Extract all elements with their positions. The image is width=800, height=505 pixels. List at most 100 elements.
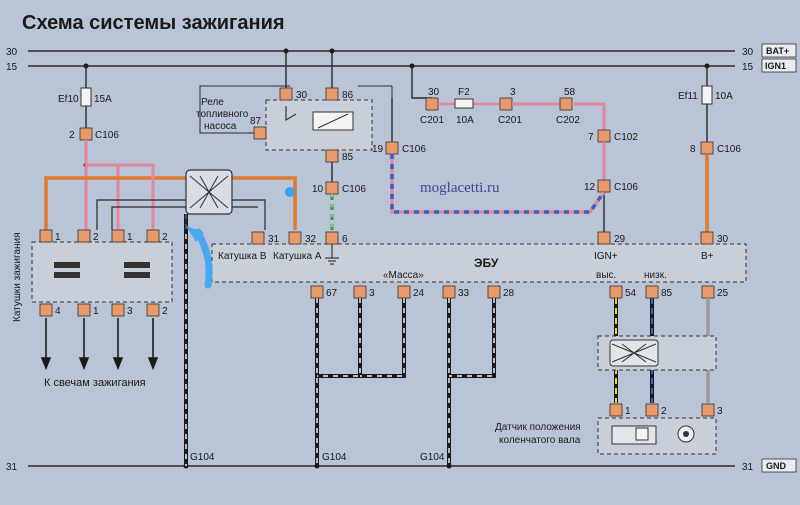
ground-symbol bbox=[325, 244, 339, 265]
ecu-b-plus: B+ bbox=[701, 251, 714, 262]
connector-c106-ef11: 8 C106 bbox=[690, 141, 741, 155]
svg-text:85: 85 bbox=[342, 152, 354, 163]
fuse-ef10: Ef10 15A bbox=[58, 66, 112, 128]
ecu-bottom-pin-2-label: 24 bbox=[413, 288, 425, 299]
svg-text:31: 31 bbox=[742, 462, 754, 473]
ecu-bottom-pin-4 bbox=[487, 285, 501, 299]
shield-twisted bbox=[185, 169, 233, 215]
svg-text:30: 30 bbox=[6, 47, 18, 58]
ground-wires bbox=[184, 214, 496, 466]
coil-top-pin-0-label: 1 bbox=[55, 232, 61, 243]
ecu-bottom-pin-7 bbox=[701, 285, 715, 299]
ecu-ign-plus: IGN+ bbox=[594, 251, 618, 262]
coil-top-pin-3-label: 2 bbox=[162, 232, 168, 243]
svg-text:8: 8 bbox=[690, 144, 696, 155]
svg-text:58: 58 bbox=[564, 87, 576, 98]
ecu-top-pin-1 bbox=[288, 231, 302, 245]
ecu-bottom-pin-0 bbox=[310, 285, 324, 299]
ecu-box bbox=[211, 243, 747, 283]
svg-text:15: 15 bbox=[742, 62, 754, 73]
connector-c202: 58 C202 bbox=[556, 87, 580, 126]
sensor-label-1: Датчик положения bbox=[495, 422, 581, 433]
ground-label-2: G104 bbox=[322, 452, 347, 463]
ecu-bottom-pin-5 bbox=[609, 285, 623, 299]
bus-gnd: 31 31 GND bbox=[6, 458, 797, 473]
coil-bottom-pin-0 bbox=[39, 303, 53, 317]
coil-top-pin-2 bbox=[111, 229, 125, 243]
svg-text:12: 12 bbox=[584, 182, 596, 193]
bus-bat: 30 30 BAT+ bbox=[6, 43, 797, 58]
sensor-label-2: коленчатого вала bbox=[499, 435, 581, 446]
ecu-top-pin-0 bbox=[251, 231, 265, 245]
relay-fuel-pump bbox=[265, 99, 373, 151]
ecu-massa: «Масса» bbox=[383, 270, 424, 281]
ecu-nizk: низк. bbox=[644, 270, 667, 281]
svg-text:15A: 15A bbox=[94, 94, 112, 105]
fuse-ef11: Ef11 10A bbox=[678, 66, 733, 142]
ecu-bottom-pin-1 bbox=[353, 285, 367, 299]
coil-bottom-pin-1 bbox=[77, 303, 91, 317]
ecu-bottom-pin-3-label: 33 bbox=[458, 288, 470, 299]
ecu-bottom-pin-3 bbox=[442, 285, 456, 299]
coil-top-pin-1 bbox=[77, 229, 91, 243]
ecu-bottom-pin-2 bbox=[397, 285, 411, 299]
bus-gnd-label: GND bbox=[766, 461, 787, 471]
bus-ign-label: IGN1 bbox=[765, 61, 786, 71]
ecu-bottom-pin-1-label: 3 bbox=[369, 288, 375, 299]
svg-text:Ef11: Ef11 bbox=[678, 91, 698, 102]
coil-top-pin-2-label: 1 bbox=[127, 232, 133, 243]
svg-text:Ef10: Ef10 bbox=[58, 94, 79, 105]
ground-label-1: G104 bbox=[190, 452, 215, 463]
ecu-label: ЭБУ bbox=[474, 256, 499, 270]
svg-text:C106: C106 bbox=[614, 182, 638, 193]
ecu-top-pin-2-label: 6 bbox=[342, 234, 348, 245]
spark-arrows bbox=[40, 318, 159, 371]
svg-text:C106: C106 bbox=[342, 184, 366, 195]
coil-bottom-pin-2 bbox=[111, 303, 125, 317]
relay-pins: 30 86 87 85 bbox=[250, 87, 354, 163]
svg-text:C106: C106 bbox=[717, 144, 741, 155]
svg-text:10A: 10A bbox=[456, 115, 474, 126]
svg-text:19: 19 bbox=[372, 144, 384, 155]
wire-pink-blue bbox=[390, 154, 606, 214]
sensor-pin-1 bbox=[645, 403, 659, 417]
sensor-pin-0 bbox=[609, 403, 623, 417]
ecu-coil-a: Катушка А bbox=[273, 251, 322, 262]
svg-text:3: 3 bbox=[510, 87, 516, 98]
sensor-shield bbox=[597, 335, 717, 371]
sensor-pin-0-label: 1 bbox=[625, 406, 631, 417]
ecu-bottom-pin-0-label: 67 bbox=[326, 288, 338, 299]
ecu-top-pin-4-label: 30 bbox=[717, 234, 729, 245]
bus-ign: 15 15 IGN1 bbox=[6, 58, 797, 73]
ecu-top-pin-0-label: 31 bbox=[268, 234, 280, 245]
coil-bottom-pin-2-label: 3 bbox=[127, 306, 133, 317]
ecu-top-pin-2 bbox=[325, 231, 339, 245]
sensor-pin-2-label: 3 bbox=[717, 406, 723, 417]
plugs-label: К свечам зажигания bbox=[44, 377, 146, 389]
connector-c106-19: 19 C106 bbox=[372, 141, 426, 155]
coil-top-pin-3 bbox=[146, 229, 160, 243]
svg-text:2: 2 bbox=[69, 130, 75, 141]
marker-dot bbox=[285, 187, 295, 197]
ecu-bottom-pin-5-label: 54 bbox=[625, 288, 637, 299]
coil-bottom-pin-0-label: 4 bbox=[55, 306, 61, 317]
svg-text:10A: 10A bbox=[715, 91, 733, 102]
svg-text:87: 87 bbox=[250, 116, 262, 127]
title: Схема системы зажигания bbox=[22, 12, 285, 34]
svg-text:86: 86 bbox=[342, 90, 354, 101]
svg-text:15: 15 bbox=[6, 62, 18, 73]
coils-side-label: Катушки зажигания bbox=[12, 232, 23, 322]
svg-text:C106: C106 bbox=[95, 130, 119, 141]
svg-text:7: 7 bbox=[588, 132, 594, 143]
svg-text:30: 30 bbox=[428, 87, 440, 98]
ecu-bottom-pin-4-label: 28 bbox=[503, 288, 515, 299]
connector-c106-ign: 12 C106 bbox=[584, 179, 638, 193]
wire-coil-b bbox=[96, 199, 266, 230]
svg-text:30: 30 bbox=[296, 90, 308, 101]
svg-text:C102: C102 bbox=[614, 132, 638, 143]
relay-label-1: Реле bbox=[201, 97, 224, 108]
ecu-vys: выс. bbox=[596, 270, 616, 281]
